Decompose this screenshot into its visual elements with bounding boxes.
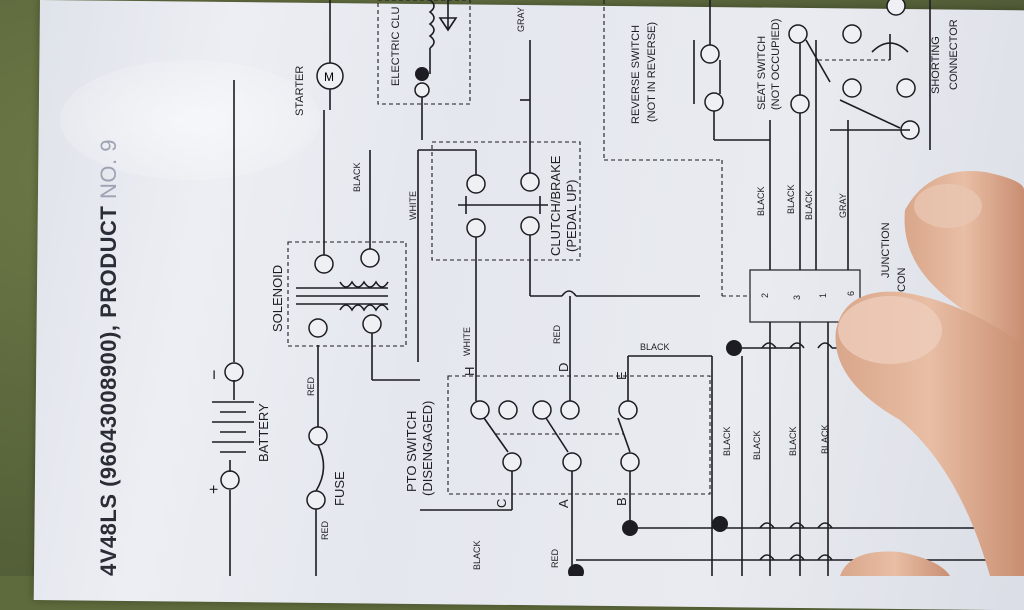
battery-symbol [212, 80, 254, 576]
wire-label-black-top: BLACK [640, 342, 670, 352]
electric-clutch-symbol [377, 0, 471, 140]
wiring-schematic: M [212, 0, 1000, 576]
plastic-glare [60, 60, 320, 180]
fingers-holding-paper [835, 171, 1024, 576]
reverse-switch-symbol [603, 0, 770, 296]
clutch-brake-switch-symbol [417, 40, 700, 380]
svg-text:M: M [324, 70, 334, 84]
junction-connector-symbol [568, 40, 1000, 576]
fuse-symbol [306, 345, 328, 576]
starter-symbol: M [316, 0, 344, 110]
seat-switch-symbol [788, 0, 931, 150]
pto-switch-symbol [420, 296, 712, 576]
solenoid-symbol [287, 110, 420, 381]
